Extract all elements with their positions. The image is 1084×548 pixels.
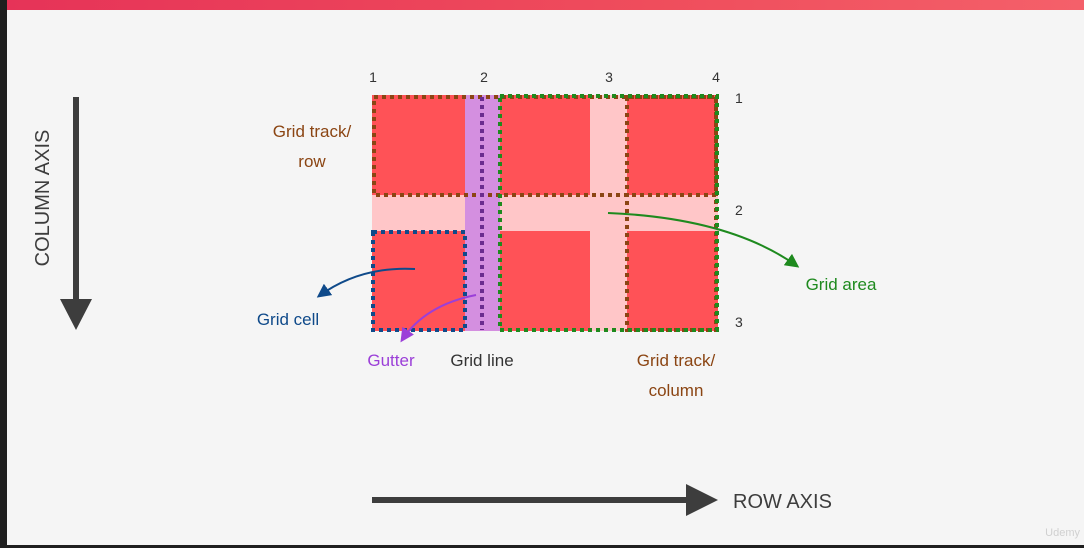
grid-area-label: Grid area: [806, 275, 877, 294]
row-axis-label: ROW AXIS: [733, 491, 832, 513]
row-line-number-3: 3: [735, 314, 743, 330]
grid-track-row-label-line2: row: [298, 152, 326, 171]
grid-line-label: Grid line: [450, 351, 513, 370]
column-axis-shaft: [73, 97, 79, 302]
grid-diagram: 1 2 3 4 1 2 3 COLUMN AXIS ROW AXIS Grid …: [32, 69, 877, 516]
grid-cell-r1c3: [627, 95, 718, 195]
grid-cell-r1c1: [372, 95, 465, 195]
udemy-watermark: Udemy: [1045, 527, 1080, 539]
top-accent-bar: [7, 0, 1084, 10]
gutter-arrow: [400, 294, 477, 343]
grid-track-row-label-line1: Grid track/: [273, 122, 352, 141]
grid-area-arrow: [607, 212, 800, 268]
grid-track-column-label-line2: column: [649, 381, 704, 400]
row-line-number-2: 2: [735, 202, 743, 218]
grid-area-outline: [498, 94, 719, 332]
column-line-number-4: 4: [712, 69, 720, 85]
grid-cell-label: Grid cell: [257, 310, 319, 329]
grid-track-column-label-line1: Grid track/: [637, 351, 716, 370]
column-line-number-2: 2: [480, 69, 488, 85]
grid-cell-r2c2: [500, 231, 590, 331]
column-line-number-3: 3: [605, 69, 613, 85]
gutter-label: Gutter: [367, 351, 415, 370]
grid-cell-outline: [371, 230, 467, 332]
column-axis-arrowhead: [60, 299, 92, 330]
grid-cell-r2c1: [372, 231, 465, 331]
grid-cell-r2c3: [627, 231, 718, 331]
row-axis-arrowhead: [686, 484, 718, 516]
grid-cell-r1c2: [500, 95, 590, 195]
column-line-number-1: 1: [369, 69, 377, 85]
row-axis-shaft: [372, 497, 689, 503]
grid-cell-arrow: [316, 267, 416, 298]
row-line-number-1: 1: [735, 90, 743, 106]
row-track-outline: [372, 95, 718, 197]
column-axis-label: COLUMN AXIS: [32, 130, 54, 267]
slide: 1 2 3 4 1 2 3 COLUMN AXIS ROW AXIS Grid …: [7, 0, 1084, 545]
